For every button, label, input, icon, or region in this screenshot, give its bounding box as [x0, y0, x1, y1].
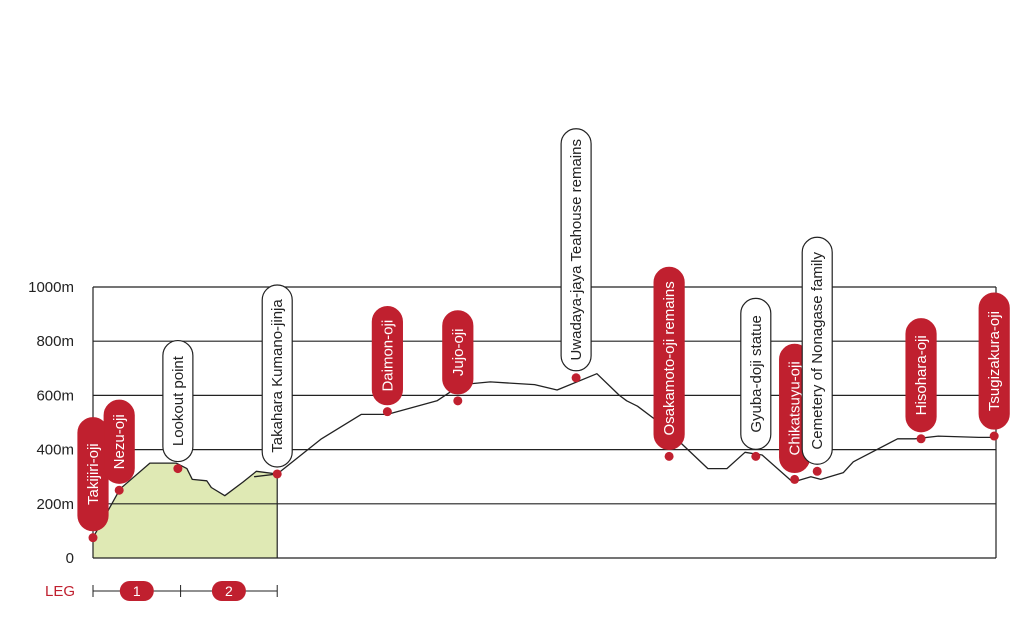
y-tick-label: 800m	[36, 333, 74, 350]
waypoint-marker	[88, 533, 98, 543]
waypoint-marker	[989, 431, 999, 441]
waypoint-name: Osakamoto-oji remains	[661, 281, 678, 435]
y-tick-label: 1000m	[28, 279, 74, 296]
waypoint-name: Nezu-oji	[111, 414, 128, 469]
waypoint-name: Lookout point	[170, 355, 187, 446]
waypoint-marker	[571, 373, 581, 383]
waypoint-pill	[740, 297, 772, 450]
waypoint-markers-layer	[88, 373, 999, 543]
waypoint-name: Daimon-oji	[379, 320, 396, 392]
waypoint-name: Jujo-oji	[450, 329, 467, 377]
waypoint-marker	[812, 466, 822, 476]
waypoint-name: Cemetery of Nonagase family	[809, 252, 826, 450]
elevation-line	[92, 373, 996, 539]
waypoint-tag: Takijiri-oji	[77, 417, 109, 532]
waypoint-tag: Takahara Kumano-jinja	[261, 284, 293, 468]
waypoint-name: Tsugizakura-oji	[986, 311, 1003, 411]
waypoint-pill	[103, 399, 135, 484]
waypoint-pill	[371, 306, 403, 406]
waypoint-marker	[664, 451, 674, 461]
waypoint-marker	[453, 396, 463, 406]
waypoint-pill	[801, 236, 833, 465]
waypoint-marker	[790, 474, 800, 484]
y-axis-tick-labels: 0 200m 400m 600m 800m 1000m	[28, 279, 74, 567]
waypoint-tag: Jujo-oji	[442, 310, 474, 395]
y-tick-label: 0	[66, 550, 74, 567]
y-tick-label: 400m	[36, 442, 74, 459]
grid-layer	[92, 286, 997, 559]
waypoint-marker	[751, 451, 761, 461]
leg-label: LEG	[45, 583, 75, 600]
waypoint-name: Hisohara-oji	[913, 335, 930, 415]
waypoint-name: Takahara Kumano-jinja	[269, 299, 286, 453]
waypoint-tag: Hisohara-oji	[905, 318, 937, 433]
leg-number: 2	[225, 583, 233, 599]
waypoint-marker	[173, 464, 183, 474]
leg-number-badge	[211, 581, 246, 601]
leg-area-layer	[93, 463, 278, 558]
completed-legs-area	[93, 463, 278, 558]
y-tick-label: 600m	[36, 387, 74, 404]
waypoint-tag: Lookout point	[162, 339, 194, 463]
waypoint-pill	[978, 292, 1010, 430]
waypoint-tag: Tsugizakura-oji	[978, 292, 1010, 430]
waypoint-name: Chikatsuyu-oji	[787, 361, 804, 455]
waypoint-marker	[114, 485, 124, 495]
waypoint-name: Gyuba-doji statue	[748, 315, 765, 433]
waypoint-tag: Nezu-oji	[103, 399, 135, 484]
waypoint-pill	[653, 266, 685, 450]
y-tick-label: 200m	[36, 496, 74, 513]
waypoint-tag: Gyuba-doji statue	[740, 297, 772, 450]
waypoint-marker	[916, 434, 926, 444]
waypoint-pill	[905, 318, 937, 433]
waypoint-pill	[442, 310, 474, 395]
waypoint-name: Uwadaya-jaya Teahouse remains	[568, 139, 585, 361]
waypoint-tag: Daimon-oji	[371, 306, 403, 406]
waypoint-pill	[162, 339, 194, 463]
waypoint-name: Takijiri-oji	[85, 443, 102, 505]
waypoint-pill	[261, 284, 293, 468]
leg-scale: LEG 1 2	[45, 581, 278, 601]
waypoint-tag: Osakamoto-oji remains	[653, 266, 685, 450]
waypoint-tags-layer: Takijiri-oji Nezu-oji Lookout point Takahar…	[77, 128, 1010, 532]
leg-number: 1	[133, 583, 141, 599]
waypoint-pill	[560, 128, 592, 372]
waypoint-tag: Cemetery of Nonagase family	[801, 236, 833, 465]
profile-line-layer	[92, 373, 996, 539]
waypoint-marker	[272, 469, 282, 479]
leg-number-badge	[119, 581, 154, 601]
waypoint-tag: Uwadaya-jaya Teahouse remains	[560, 128, 592, 372]
waypoint-marker	[382, 407, 392, 417]
